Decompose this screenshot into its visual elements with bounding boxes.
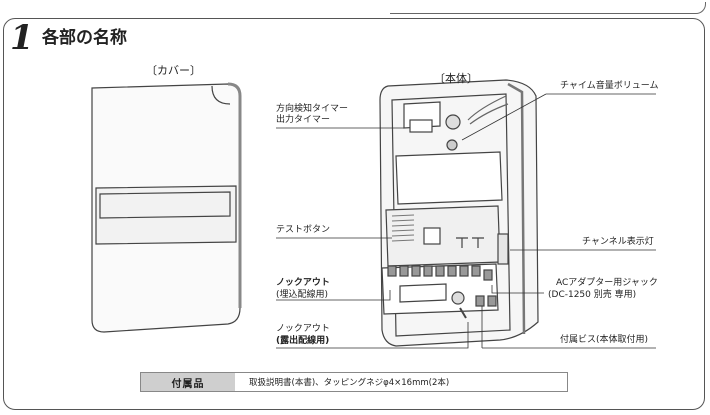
- leader-lines: [276, 93, 656, 349]
- cover-illustration: [91, 82, 242, 333]
- body-label: 〔本体〕: [434, 72, 478, 85]
- label-ac-jack-line2: (DC-1250 別売 専用): [548, 290, 637, 300]
- label-chime-volume: チャイム音量ボリューム: [560, 81, 659, 91]
- cover-label: 〔カバー〕: [146, 64, 201, 77]
- label-timer-line2: 出力タイマー: [276, 115, 331, 125]
- label-screws: 付属ビス(本体取付用): [560, 335, 649, 345]
- accessories-text: 取扱説明書(本書)、タッピングネジφ4×16mm(2本): [249, 378, 450, 388]
- label-test-button: テストボタン: [276, 225, 331, 235]
- label-knockout-embedded-line2: (埋込配線用): [276, 290, 329, 300]
- section-frame: [3, 18, 705, 410]
- label-channel-lamp: チャンネル表示灯: [582, 237, 654, 247]
- body-illustration: [379, 79, 539, 347]
- accessories-header: 付属品: [141, 373, 235, 391]
- label-knockout-embedded-line1: ノックアウト: [276, 278, 330, 288]
- accessories-table: 付属品 取扱説明書(本書)、タッピングネジφ4×16mm(2本): [140, 372, 568, 392]
- label-knockout-exposed-line1: ノックアウト: [276, 324, 330, 334]
- section-number: 1: [10, 18, 34, 58]
- label-knockout-exposed-line2: (露出配線用): [276, 336, 330, 346]
- section-title: 各部の名称: [42, 28, 127, 48]
- label-ac-jack-line1: ACアダプター用ジャック: [556, 278, 658, 288]
- label-timer-line1: 方向検知タイマー: [276, 104, 349, 114]
